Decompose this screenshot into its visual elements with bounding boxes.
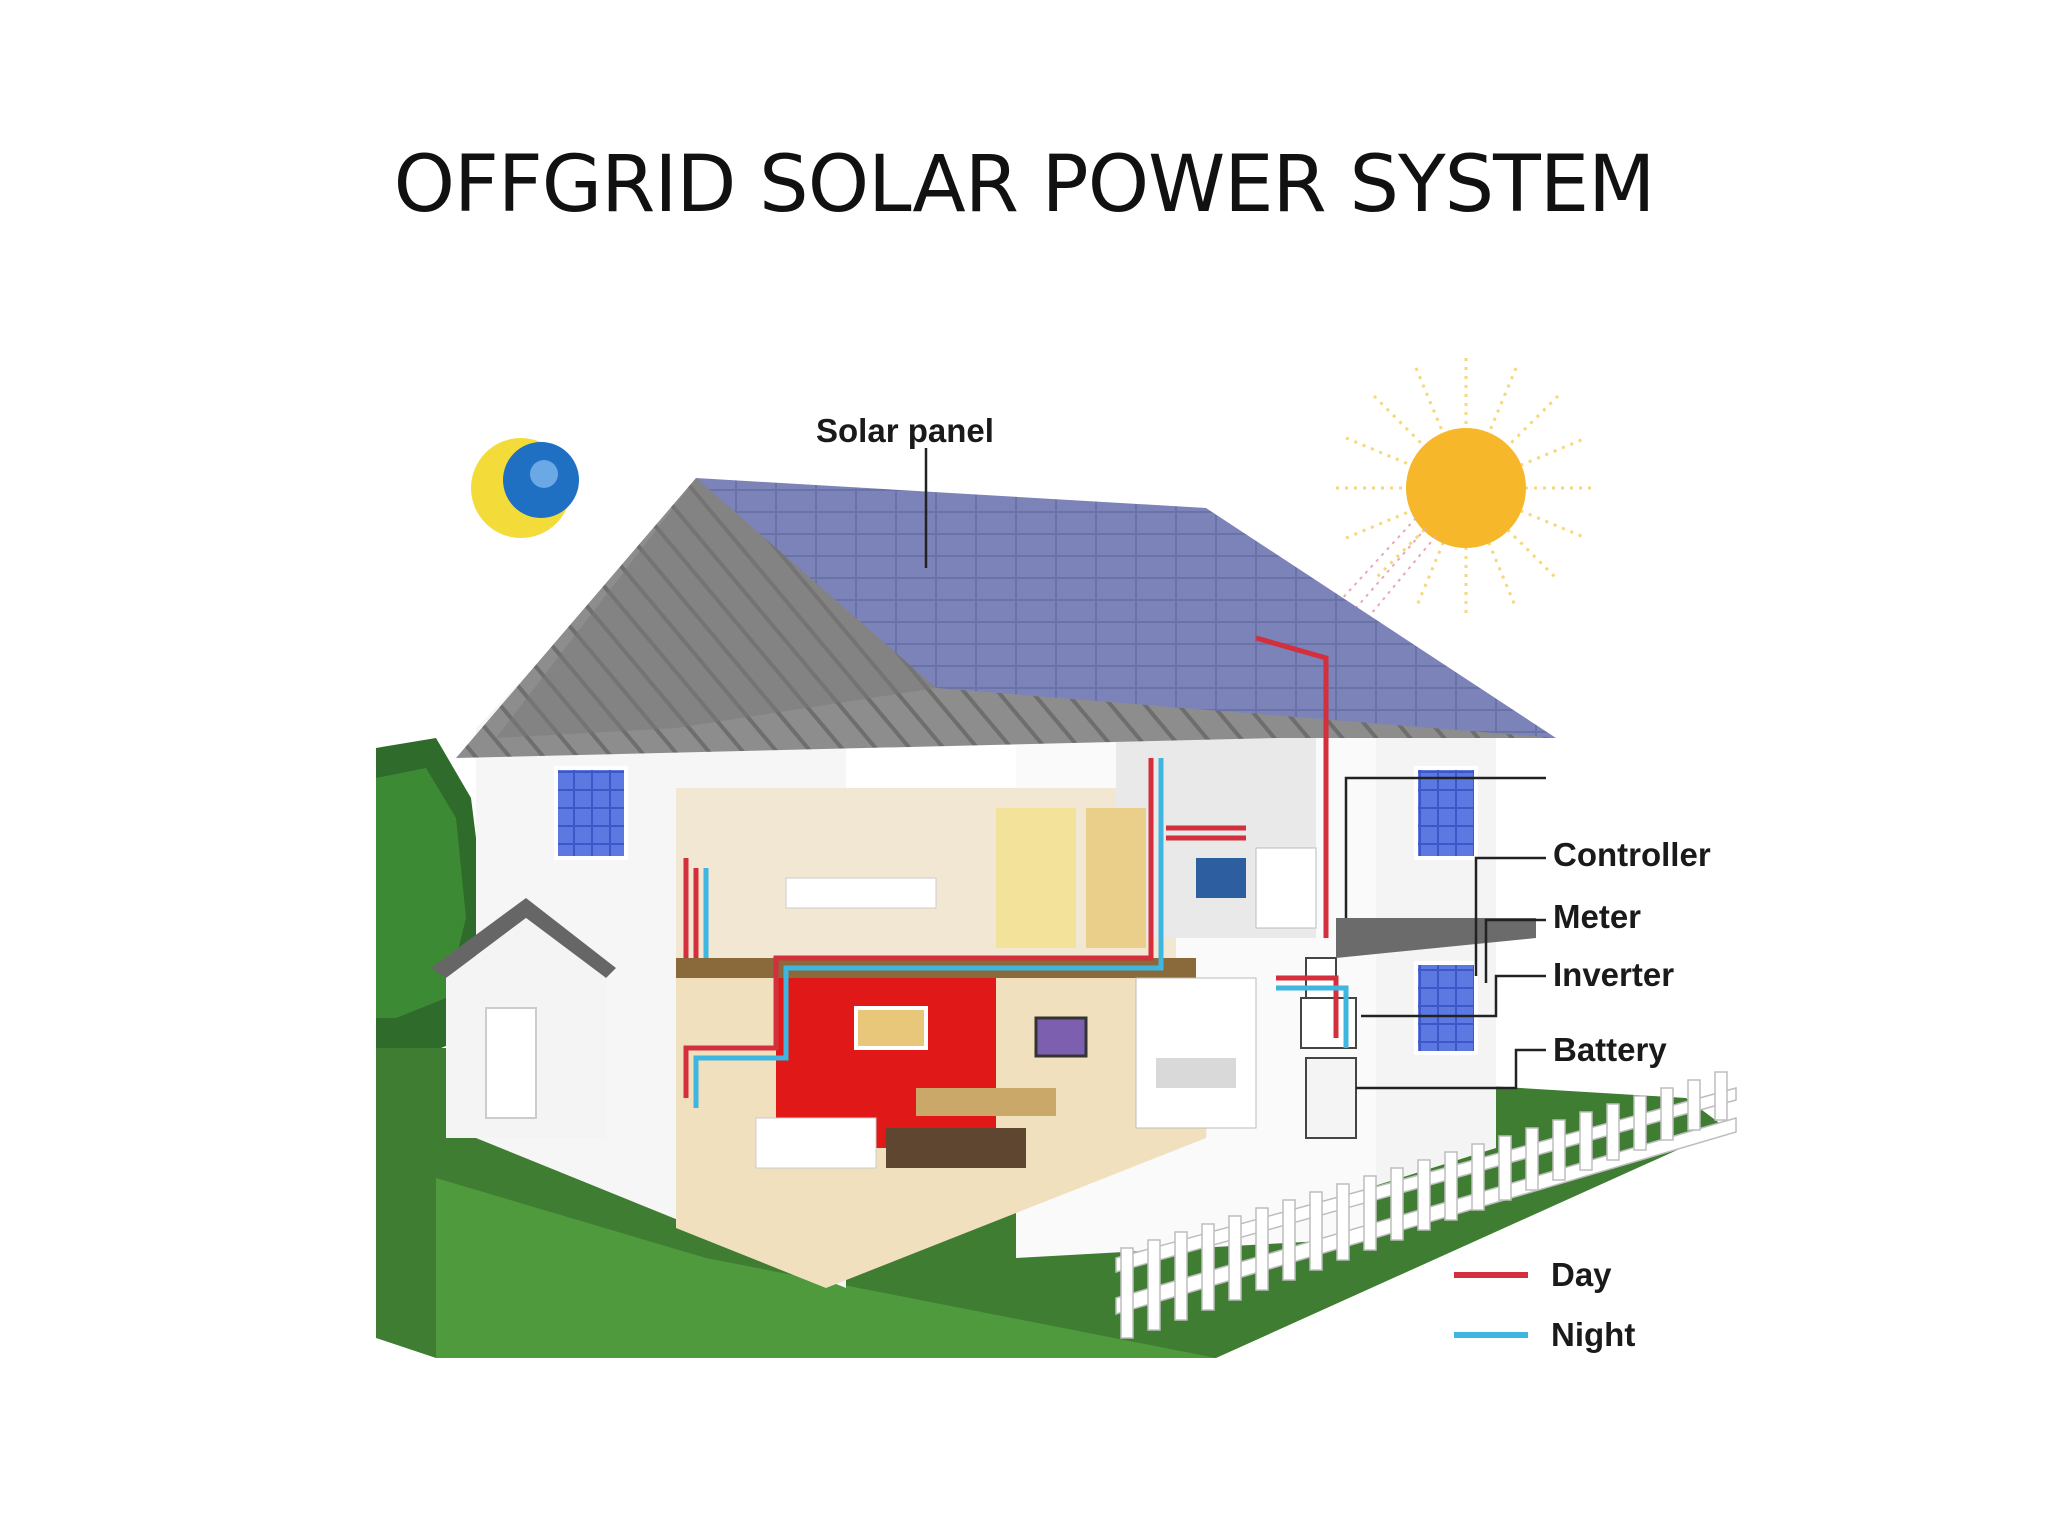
battery-label: Battery <box>1553 1031 1667 1068</box>
wiring <box>683 635 1349 1108</box>
house <box>431 478 1556 1288</box>
battery-box <box>1305 1057 1357 1139</box>
solar-panel-label: Solar panel <box>816 412 994 449</box>
legend-night-label: Night <box>1551 1316 1635 1353</box>
controller-label: Controller <box>1553 836 1711 873</box>
legend: Day Night <box>1454 1256 1635 1353</box>
inverter-label: Inverter <box>1553 956 1674 993</box>
fence <box>1115 1071 1737 1339</box>
moon-icon <box>471 438 579 538</box>
sun-icon <box>1305 358 1596 657</box>
leader-lines <box>924 448 1546 1090</box>
meter-label: Meter <box>1553 898 1641 935</box>
slide-title: OFFGRID SOLAR POWER SYSTEM <box>393 140 1656 230</box>
legend-day-label: Day <box>1551 1256 1612 1293</box>
solar-system-diagram: Solar panel Controller Meter Inverter Ba… <box>376 358 1737 1358</box>
